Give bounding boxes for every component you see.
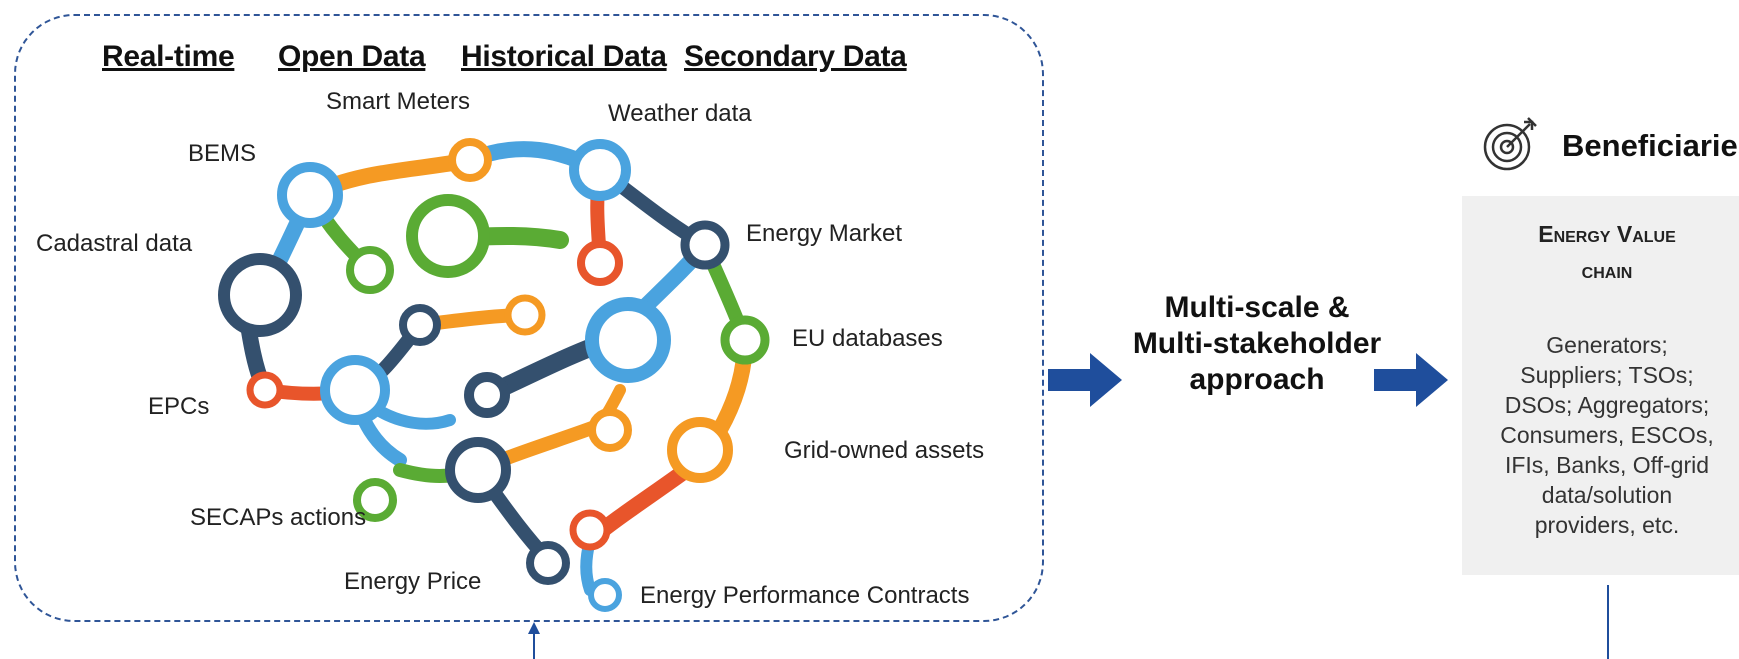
network-node: [277, 162, 343, 228]
network-node: [588, 408, 632, 452]
label-energy-market: Energy Market: [746, 220, 903, 247]
panel-line: IFIs, Banks, Off-grid: [1504, 452, 1710, 478]
energy-value-chain-panel: [1462, 196, 1739, 575]
label-energy-price: Energy Price: [344, 568, 482, 595]
label-cadastral-data: Cadastral data: [36, 230, 193, 257]
network-node: [320, 355, 390, 425]
approach-label: Multi-scale & Multi-stakeholder approach: [1112, 290, 1402, 398]
beneficiaries-title: Beneficiaries: [1562, 128, 1739, 163]
arrow-right-icon: [1374, 353, 1448, 407]
arrow-up-icon: [528, 622, 540, 634]
label-weather-data: Weather data: [608, 100, 752, 127]
network-node: [526, 541, 570, 585]
panel-line: Consumers, ESCOs,: [1500, 422, 1714, 448]
network-node: [346, 246, 394, 294]
network-node: [399, 304, 441, 346]
network-node: [246, 371, 284, 409]
panel-line: DSOs; Aggregators;: [1504, 392, 1710, 418]
data-sources-frame: [14, 14, 1044, 622]
network-node: [577, 240, 623, 286]
target-icon: [1483, 117, 1537, 171]
arrow-right-icon: [1048, 353, 1122, 407]
network-node: [585, 297, 671, 383]
network-node: [353, 478, 397, 522]
network-node: [406, 194, 490, 278]
approach-line-1: Multi-scale &: [1164, 291, 1350, 324]
network-node: [588, 578, 622, 612]
label-eu-databases: EU databases: [792, 325, 943, 352]
label-bems: BEMS: [188, 140, 257, 167]
approach-line-2: Multi-stakeholder: [1132, 327, 1382, 360]
panel-line: Generators;: [1546, 332, 1668, 358]
network-node: [667, 417, 733, 483]
network-node: [504, 294, 546, 336]
panel-title-line-2: chain: [1581, 257, 1633, 283]
panel-line: data/solution: [1541, 482, 1673, 508]
panel-body: Generators; Suppliers; TSOs; DSOs; Aggre…: [1462, 330, 1739, 540]
network-node: [569, 509, 611, 551]
network-node: [720, 315, 770, 365]
label-smart-meters: Smart Meters: [326, 88, 471, 115]
category-secondary-data: Secondary Data: [684, 40, 907, 73]
approach-line-3: approach: [1189, 363, 1325, 396]
category-realtime: Real-time: [102, 40, 235, 73]
network-node: [464, 372, 510, 418]
panel-line: Suppliers; TSOs;: [1520, 362, 1694, 388]
label-secaps-actions: SECAPs actions: [190, 504, 367, 531]
panel-title-line-1: Energy Value: [1538, 221, 1676, 247]
category-open-data: Open Data: [278, 40, 426, 73]
category-historical-data: Historical Data: [461, 40, 667, 73]
network-node: [445, 437, 511, 503]
network-node: [218, 253, 302, 337]
label-grid-owned-assets: Grid-owned assets: [784, 437, 985, 464]
label-epcs: EPCs: [148, 393, 210, 420]
panel-title: Energy Value chain: [1462, 216, 1739, 288]
network-node: [680, 220, 730, 270]
panel-line: providers, etc.: [1534, 512, 1680, 538]
network-node: [448, 138, 492, 182]
label-energy-performance-contracts: Energy Performance Contracts: [640, 582, 970, 609]
network-node: [569, 139, 631, 201]
